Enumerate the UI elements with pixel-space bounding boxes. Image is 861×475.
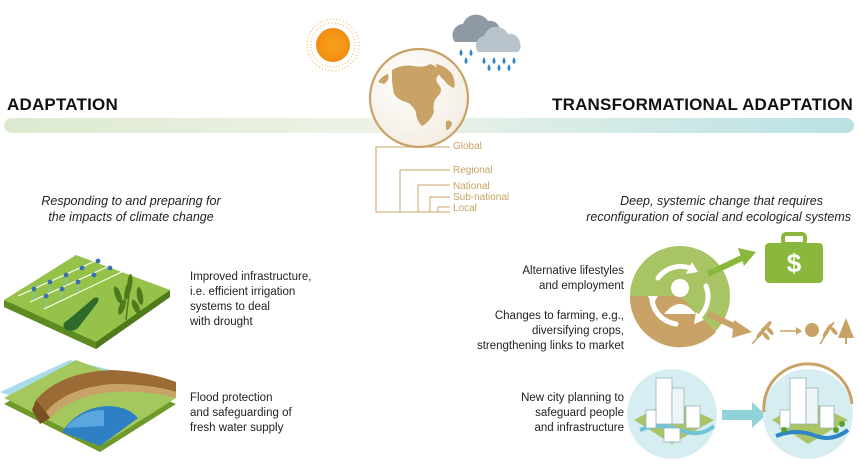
text-line: fresh water supply <box>190 422 284 434</box>
text-line: Flood protection <box>190 392 273 404</box>
dollar-sign: $ <box>786 248 802 278</box>
tree-icon <box>838 318 854 344</box>
wheat-icon-2 <box>819 321 838 345</box>
subtitle-left-line1: Responding to and preparing for <box>41 194 221 208</box>
scale-global: Global <box>453 141 482 152</box>
globe-icon <box>368 47 470 149</box>
text-line: and infrastructure <box>534 422 625 434</box>
scale-national: National <box>453 181 490 192</box>
arrow-up-icon <box>706 248 756 277</box>
wheat-icon <box>751 320 774 345</box>
text-line: New city planning to <box>521 392 624 404</box>
small-arrow-icon <box>780 327 802 335</box>
text-line: diversifying crops, <box>531 325 624 337</box>
heading-transformational-adaptation: TRANSFORMATIONAL ADAPTATION <box>552 95 853 114</box>
text-line: with drought <box>190 316 253 328</box>
subtitle-right-line1: Deep, systemic change that requires <box>620 194 823 208</box>
scale-local: Local <box>453 203 477 214</box>
person-cycle-icon <box>629 246 730 348</box>
text-line: Changes to farming, e.g., <box>494 310 624 322</box>
subtitle-right-line2: reconfiguration of social and ecological… <box>586 210 851 224</box>
text-new-city-planning: New city planning to safeguard people an… <box>521 391 624 436</box>
city-before-illustration <box>627 369 717 459</box>
text-line: systems to deal <box>190 301 270 313</box>
irrigation-field-illustration <box>4 255 170 349</box>
subtitle-adaptation: Responding to and preparing for the impa… <box>0 193 262 225</box>
subtitle-transformational: Deep, systemic change that requires reco… <box>551 193 851 225</box>
text-line: Improved infrastructure, <box>190 271 312 283</box>
heading-adaptation: ADAPTATION <box>7 95 118 114</box>
text-line: i.e. efficient irrigation <box>190 286 296 298</box>
text-changes-to-farming: Changes to farming, e.g., diversifying c… <box>477 309 624 354</box>
text-line: safeguard people <box>535 407 624 419</box>
text-line: and safeguarding of <box>190 407 292 419</box>
scale-brackets <box>375 146 450 213</box>
scale-regional: Regional <box>453 165 493 176</box>
subtitle-left-line2: the impacts of climate change <box>48 210 214 224</box>
text-line: Alternative lifestyles <box>522 265 624 277</box>
text-flood-protection: Flood protection and safeguarding of fre… <box>190 391 292 436</box>
money-bag-icon <box>765 232 823 283</box>
sun-icon <box>306 18 360 72</box>
city-after-illustration <box>762 362 854 459</box>
flood-protection-illustration <box>0 360 176 452</box>
city-arrow-icon <box>722 402 766 428</box>
fruit-icon <box>805 323 819 337</box>
crop-diversification-icons <box>751 318 854 345</box>
scale-sub-national: Sub-national <box>453 192 510 203</box>
rain-cloud-icon <box>452 14 521 71</box>
text-alternative-lifestyles: Alternative lifestyles and employment <box>522 264 624 294</box>
text-improved-infrastructure: Improved infrastructure, i.e. efficient … <box>190 270 311 330</box>
text-line: strengthening links to market <box>476 340 624 352</box>
arrow-down-icon <box>706 311 752 338</box>
text-line: and employment <box>538 280 624 292</box>
